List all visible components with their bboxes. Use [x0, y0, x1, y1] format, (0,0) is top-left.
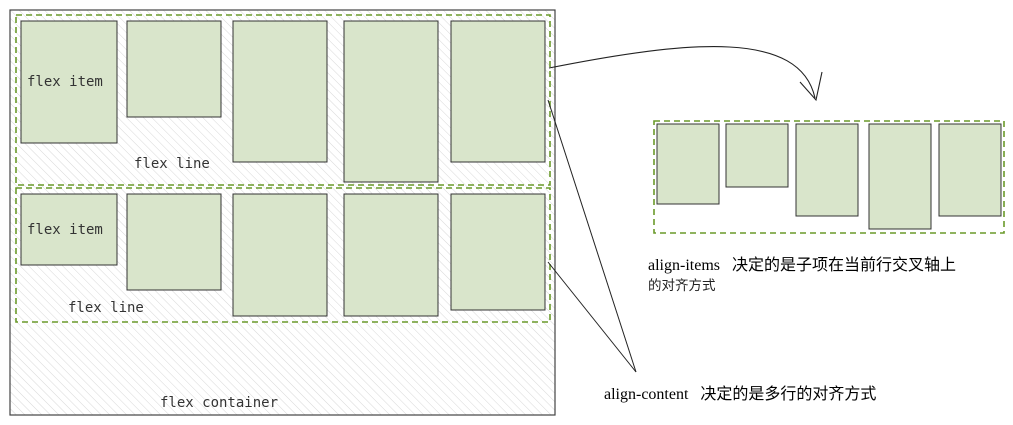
flex-item-label-1: flex item: [27, 74, 103, 90]
align-items-item-4: [868, 123, 932, 230]
align-items-annotation: align-items 决定的是子项在当前行交叉轴上: [648, 256, 956, 274]
flex-item-r2-4: [343, 193, 439, 317]
flex-item-r1-5: [450, 20, 546, 163]
flex-item-r2-2: [126, 193, 222, 291]
align-content-annotation: align-content 决定的是多行的对齐方式: [604, 385, 876, 403]
align-content-pointer-2: [547, 261, 637, 373]
arrow-head-icon: [799, 71, 823, 102]
flex-item-r1-3: [232, 20, 328, 163]
arrow-connector: [548, 46, 816, 99]
align-items-item-1: [656, 123, 720, 205]
align-content-pointer-1: [547, 99, 637, 373]
flex-line-2: [15, 187, 551, 323]
flex-line-label-2: flex line: [68, 300, 144, 316]
align-content-desc: 决定的是多行的对齐方式: [700, 385, 876, 403]
align-items-line: [653, 120, 1005, 234]
align-content-code: align-content: [604, 386, 689, 403]
align-items-desc-2: 的对齐方式: [648, 278, 716, 294]
flex-item-r2-5: [450, 193, 546, 311]
flex-item-r2-1: [20, 193, 118, 266]
flex-item-r1-4: [343, 20, 439, 183]
flex-item-r1-1: [20, 20, 118, 144]
flex-item-label-2: flex item: [27, 222, 103, 238]
flex-line-1: [15, 14, 551, 186]
flex-item-r2-3: [232, 193, 328, 317]
flex-item-r1-2: [126, 20, 222, 118]
flex-container-label: flex container: [160, 395, 278, 411]
align-items-item-2: [725, 123, 789, 188]
align-items-code: align-items: [648, 257, 720, 274]
align-items-item-3: [795, 123, 859, 217]
align-items-item-5: [938, 123, 1002, 217]
align-items-desc-1: 决定的是子项在当前行交叉轴上: [732, 256, 956, 274]
flex-line-label-1: flex line: [134, 156, 210, 172]
